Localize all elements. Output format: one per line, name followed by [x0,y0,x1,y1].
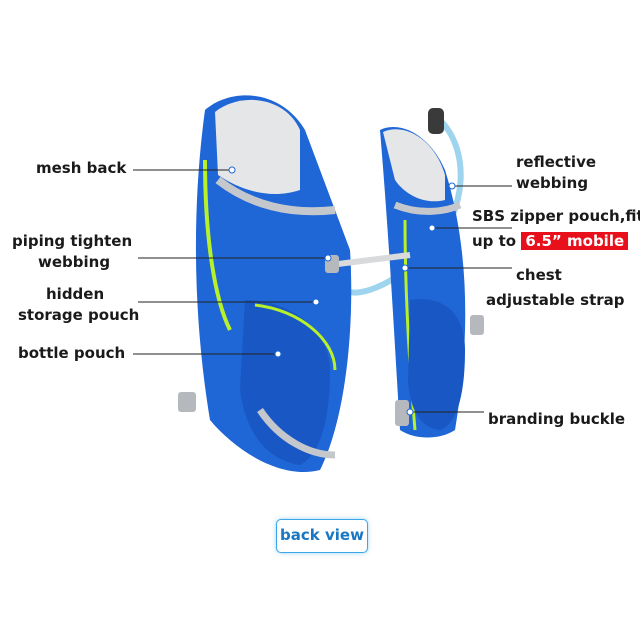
left-mesh-top [215,99,300,195]
bite-valve [428,108,444,134]
left-bottom-reflective [257,408,336,459]
side-buckle-left [178,392,196,412]
right-pouch [408,299,465,430]
chest-line1: chest [516,266,562,284]
left-lime-edge [203,159,232,331]
piping-line2: webbing [38,253,111,271]
left-reflective [215,176,336,216]
sbs-line2: up to 6.5” mobile [472,231,640,252]
branding-buckle-text: branding buckle [488,410,626,428]
side-buckle-right [470,315,484,335]
label-chest-strap: chest adjustable strap [486,265,625,311]
right-lime-edge [403,219,417,431]
bottle-pouch-text: bottle pouch [18,344,126,362]
label-mesh-back: mesh back [36,158,126,179]
sbs-highlight: 6.5” mobile [521,232,629,250]
chest-line2: adjustable strap [486,291,625,309]
right-reflective [393,201,462,215]
hidden-line1: hidden [46,285,105,303]
label-sbs-zipper-pouch: SBS zipper pouch,fit up to 6.5” mobile [472,206,640,252]
right-mesh-top [383,129,445,202]
sbs-line1: SBS zipper pouch,fit [472,207,640,225]
label-reflective-webbing: reflective webbing [516,152,596,194]
label-branding-buckle: branding buckle [488,409,625,430]
label-bottle-pouch: bottle pouch [18,343,125,364]
label-hidden-storage: hidden storage pouch [18,284,139,326]
branding-buckle-shape [395,400,409,426]
label-piping-tighten: piping tighten webbing [12,231,132,273]
left-pouch-trim [254,303,337,371]
sbs-prefix: up to [472,232,517,250]
mesh-back-text: mesh back [36,159,127,177]
reflective-line2: webbing [516,174,589,192]
hidden-line2: storage pouch [18,306,140,324]
left-pouch [240,300,330,465]
reflective-line1: reflective [516,153,597,171]
piping-line1: piping tighten [12,232,133,250]
back-view-badge: back view [276,519,368,553]
back-view-text: back view [280,526,364,544]
chest-strap [329,252,411,268]
